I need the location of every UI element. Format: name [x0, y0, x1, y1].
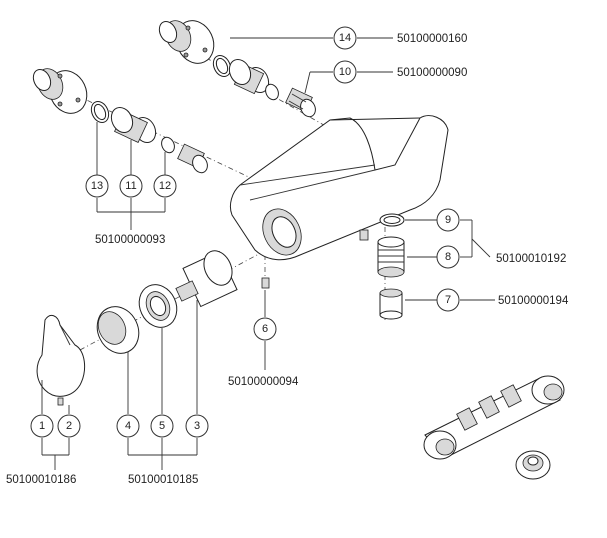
flange-part-13: [32, 68, 110, 124]
svg-text:14: 14: [339, 32, 351, 44]
callout-5: 5: [150, 414, 174, 438]
oring-part-9: [379, 213, 405, 227]
svg-text:1: 1: [39, 420, 45, 432]
ring-part-5: [138, 284, 178, 328]
callout-11: 11: [119, 174, 143, 198]
nipple-part-11: [110, 106, 157, 144]
callout-1: 1: [30, 414, 54, 438]
svg-text:5: 5: [159, 420, 165, 432]
svg-text:3: 3: [194, 420, 200, 432]
callout-2: 2: [57, 414, 81, 438]
lever-handle-part-1: [36, 314, 86, 397]
bracket-nut: [515, 450, 551, 480]
callout-7: 7: [436, 288, 460, 312]
nipple-top: [228, 58, 279, 101]
cartridge-part-3: [175, 250, 238, 308]
part-code-6: 50100000094: [228, 376, 299, 388]
callout-4: 4: [116, 414, 140, 438]
nut-part-8: [377, 236, 405, 278]
svg-text:7: 7: [445, 294, 451, 306]
callout-9: 9: [436, 208, 460, 232]
svg-text:6: 6: [262, 323, 268, 335]
svg-text:12: 12: [159, 180, 171, 192]
svg-text:9: 9: [445, 214, 451, 226]
callout-8: 8: [436, 245, 460, 269]
callout-14: 14: [333, 26, 357, 50]
part-code-11-12-13: 50100000093: [95, 234, 165, 246]
callout-13: 13: [85, 174, 109, 198]
screw-part-2: [57, 397, 64, 406]
svg-text:10: 10: [339, 66, 351, 78]
callout-10: 10: [333, 60, 357, 84]
svg-text:2: 2: [66, 420, 72, 432]
svg-text:11: 11: [125, 180, 136, 192]
oring-part-12: [161, 136, 208, 174]
part-code-7: 50100000194: [498, 295, 569, 307]
part-code-1-2: 50100010186: [6, 474, 76, 486]
wall-bracket: [423, 375, 565, 460]
aerator-part-7: [379, 288, 403, 320]
leader-lines: [41, 37, 495, 470]
callout-6: 6: [253, 317, 277, 341]
part-code-8-9: 50100010192: [496, 253, 566, 265]
check-valve-part-10: [285, 87, 316, 118]
part-code-10: 50100000090: [397, 67, 467, 79]
part-code-3-4-5: 50100010185: [128, 474, 198, 486]
svg-text:4: 4: [125, 420, 131, 432]
set-screw-part-6: [261, 277, 270, 289]
callout-12: 12: [153, 174, 177, 198]
valve-body: [229, 115, 449, 261]
part-code-14: 50100000160: [397, 33, 467, 45]
cap-part-4: [96, 306, 140, 354]
callout-3: 3: [185, 414, 209, 438]
svg-text:13: 13: [91, 180, 103, 192]
svg-text:8: 8: [445, 251, 451, 263]
flange-part-14: [158, 20, 232, 78]
